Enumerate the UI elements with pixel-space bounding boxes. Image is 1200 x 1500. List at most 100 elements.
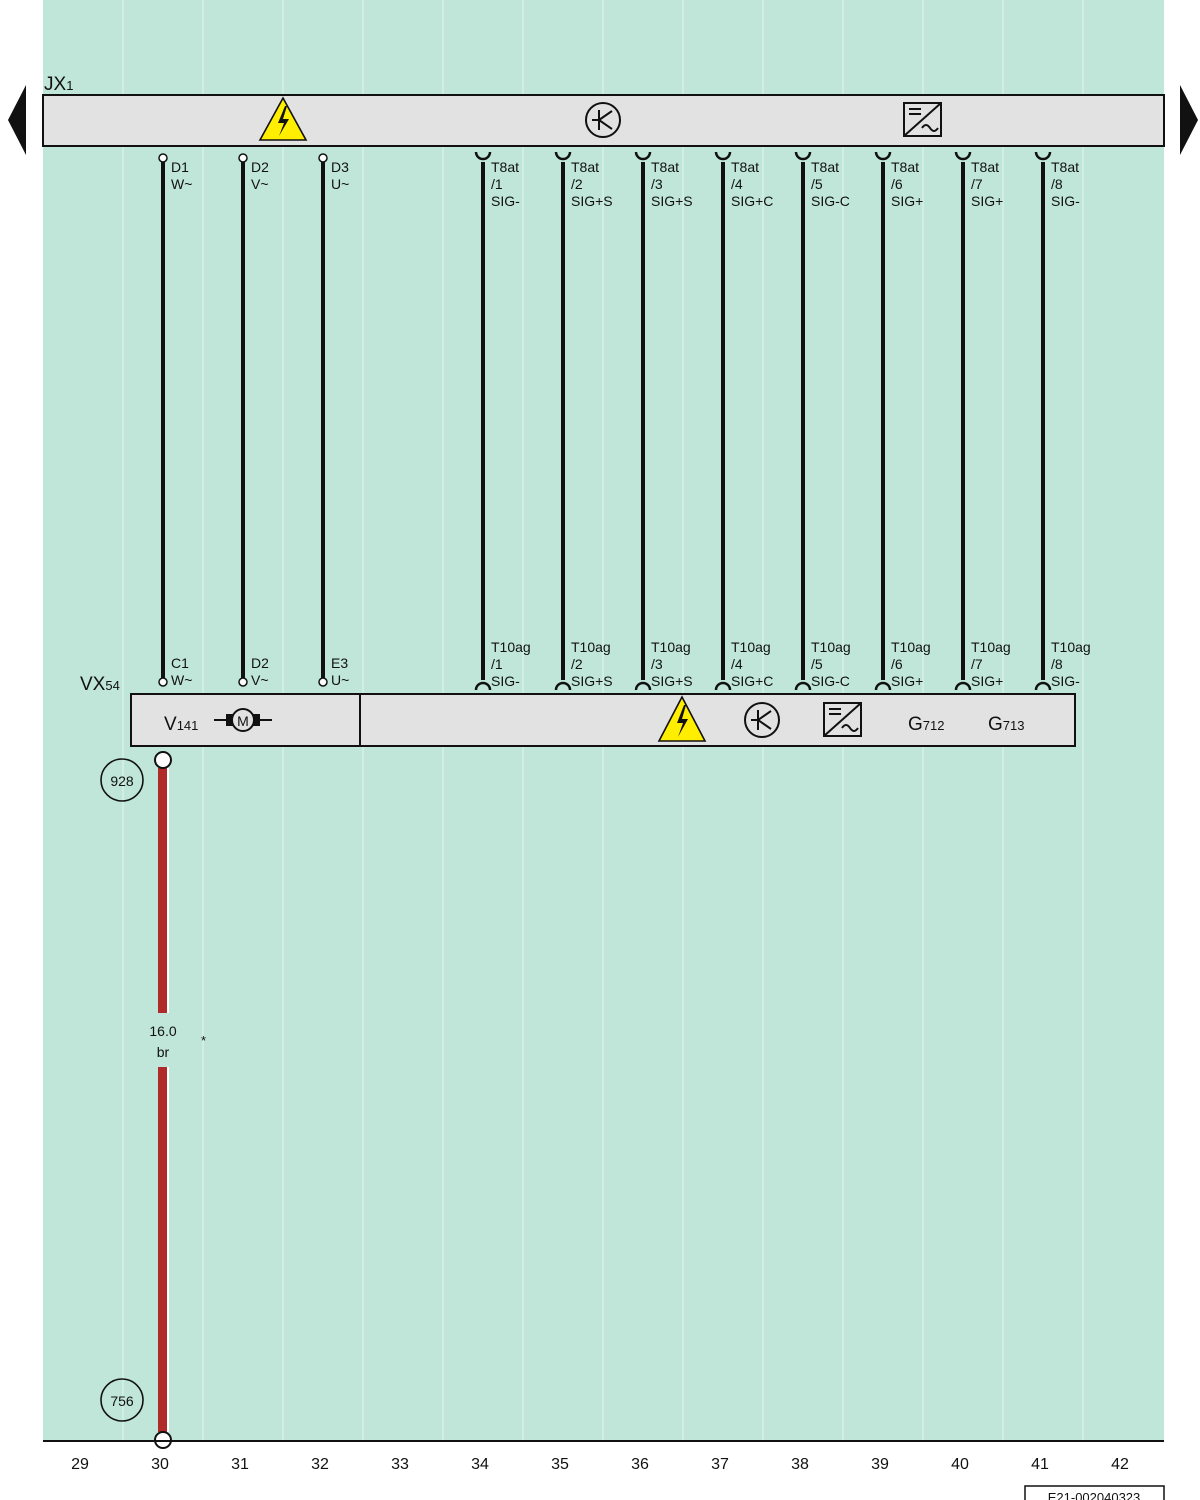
pin-label: /6	[891, 176, 903, 192]
bottom-unit-label: VX54	[80, 674, 120, 695]
track-number: 29	[71, 1456, 89, 1473]
signal-connector-top: T8at	[971, 159, 999, 175]
track-number: 33	[391, 1456, 409, 1473]
signal-label: SIG+	[971, 193, 1003, 209]
pin-label: D2	[251, 159, 269, 175]
signal-connector-bottom: T10ag	[651, 639, 691, 655]
signal-label: SIG+S	[571, 673, 613, 689]
sensor-label-g713: G713	[988, 714, 1024, 735]
signal-connector-top: T8at	[811, 159, 839, 175]
previous-page-arrow-icon[interactable]	[8, 85, 26, 155]
pin-label: D1	[171, 159, 189, 175]
signal-label: SIG-C	[811, 673, 850, 689]
document-id: E21-002040323	[1048, 1490, 1141, 1500]
svg-text:M: M	[237, 713, 249, 729]
phase-label: V~	[251, 672, 269, 688]
sensor-label-g712: G712	[908, 714, 944, 735]
signal-connector-top: T8at	[491, 159, 519, 175]
pin-label: /7	[971, 656, 983, 672]
pin-label: /8	[1051, 176, 1063, 192]
reference-badge-top[interactable]: 928	[100, 758, 144, 802]
signal-label: SIG+S	[651, 193, 693, 209]
signal-label: SIG-C	[811, 193, 850, 209]
signal-connector-bottom: T10ag	[971, 639, 1011, 655]
signal-label: SIG+	[891, 193, 923, 209]
track-number: 32	[311, 1456, 329, 1473]
pin-label: C1	[171, 655, 189, 671]
wire-gauge-label: 16.0	[149, 1023, 176, 1039]
reference-badge-bottom[interactable]: 756	[100, 1378, 144, 1422]
signal-label: SIG-	[491, 673, 520, 689]
pin-label: /4	[731, 176, 743, 192]
high-voltage-warning-icon	[258, 96, 308, 141]
signal-wires: T8at/1SIG-T10ag/1SIG-T8at/2SIG+ST10ag/2S…	[474, 151, 1091, 691]
pin-label: /1	[491, 656, 503, 672]
pin-label: D2	[251, 655, 269, 671]
signal-label: SIG+S	[651, 673, 693, 689]
svg-text:928: 928	[110, 773, 134, 789]
track-number: 31	[231, 1456, 249, 1473]
wire-note-marker: *	[201, 1033, 206, 1048]
phase-label: V~	[251, 176, 269, 192]
pin-label: E3	[331, 655, 348, 671]
track-number: 40	[951, 1456, 969, 1473]
pin-label: /4	[731, 656, 743, 672]
high-voltage-warning-icon	[657, 695, 707, 742]
track-number: 34	[471, 1456, 489, 1473]
pin-label: /2	[571, 656, 583, 672]
track-number: 41	[1031, 1456, 1049, 1473]
signal-label: SIG+	[891, 673, 923, 689]
signal-converter-icon	[823, 702, 862, 737]
top-unit-label: JX1	[44, 74, 73, 95]
pin-label: /2	[571, 176, 583, 192]
signal-converter-icon	[903, 102, 942, 137]
signal-label: SIG-	[1051, 673, 1080, 689]
motor-icon: M	[214, 708, 272, 732]
signal-label: SIG-	[491, 193, 520, 209]
pin-label: /5	[811, 176, 823, 192]
transistor-symbol-icon	[585, 102, 621, 138]
signal-label: SIG+	[971, 673, 1003, 689]
phase-label: W~	[171, 672, 192, 688]
signal-connector-top: T8at	[651, 159, 679, 175]
track-number: 42	[1111, 1456, 1129, 1473]
signal-connector-bottom: T10ag	[571, 639, 611, 655]
signal-connector-bottom: T10ag	[891, 639, 931, 655]
pin-label: /1	[491, 176, 503, 192]
pin-label: /3	[651, 176, 663, 192]
signal-label: SIG-	[1051, 193, 1080, 209]
signal-connector-bottom: T10ag	[811, 639, 851, 655]
phase-label: U~	[331, 176, 349, 192]
signal-label: SIG+C	[731, 193, 773, 209]
track-number: 37	[711, 1456, 729, 1473]
signal-label: SIG+S	[571, 193, 613, 209]
power-wire-v[interactable]: D2 V~ D2 V~	[238, 153, 269, 688]
phase-label: U~	[331, 672, 349, 688]
pin-label: D3	[331, 159, 349, 175]
transistor-symbol-icon	[744, 702, 780, 738]
power-wire-u[interactable]: D3 U~ E3 U~	[318, 153, 349, 688]
ground-wire[interactable]: 16.0 br *	[148, 751, 206, 1449]
power-wire-w[interactable]: D1 W~ C1 W~	[158, 153, 192, 688]
signal-connector-bottom: T10ag	[1051, 639, 1091, 655]
track-number: 38	[791, 1456, 809, 1473]
track-number: 35	[551, 1456, 569, 1473]
pin-label: /8	[1051, 656, 1063, 672]
signal-connector-bottom: T10ag	[491, 639, 531, 655]
pin-label: /7	[971, 176, 983, 192]
signal-connector-top: T8at	[571, 159, 599, 175]
next-page-arrow-icon[interactable]	[1180, 85, 1198, 155]
svg-text:756: 756	[110, 1393, 134, 1409]
signal-label: SIG+C	[731, 673, 773, 689]
bottom-unit-housing	[130, 693, 1076, 747]
